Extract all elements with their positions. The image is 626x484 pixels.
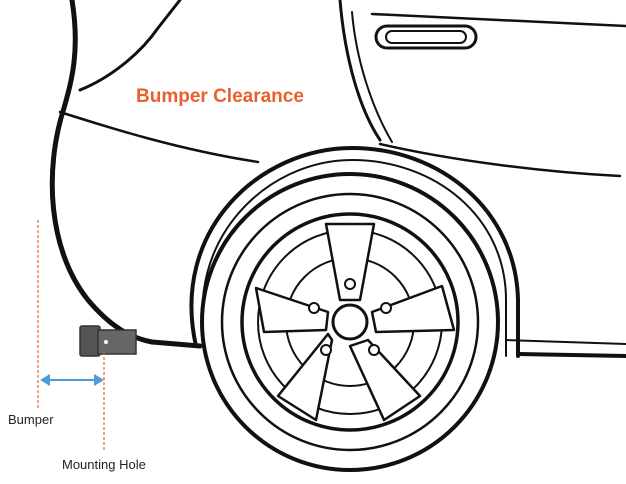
door-handle-inner: [385, 30, 467, 44]
mounting-hole-label: Mounting Hole: [62, 457, 146, 472]
mounting-hole-dot: [104, 340, 108, 344]
wheel-spokes: [254, 222, 456, 422]
lug-nuts: [308, 278, 392, 356]
door-handle: [374, 24, 478, 50]
tire-inner: [220, 192, 480, 452]
rear-window-outline: [78, 0, 182, 92]
wheel-arch-outer: [189, 146, 520, 358]
sill-line: [378, 142, 622, 178]
window-top-line: [370, 12, 626, 28]
door-frame-line: [351, 11, 393, 143]
wheel-hub: [331, 303, 369, 341]
diagram-title: Bumper Clearance: [136, 86, 304, 107]
bumper-label: Bumper: [8, 412, 54, 427]
double-arrow-icon: [40, 374, 104, 386]
door-edge-line: [338, 0, 382, 142]
rim-outer: [240, 212, 460, 432]
bumper-contour-line: [58, 110, 260, 164]
car-body-outline: [49, 0, 203, 349]
wheel-arch-inner: [201, 159, 507, 357]
hitch-receiver: [79, 325, 137, 357]
rocker-line-top: [505, 339, 626, 345]
rocker-line: [516, 352, 626, 358]
